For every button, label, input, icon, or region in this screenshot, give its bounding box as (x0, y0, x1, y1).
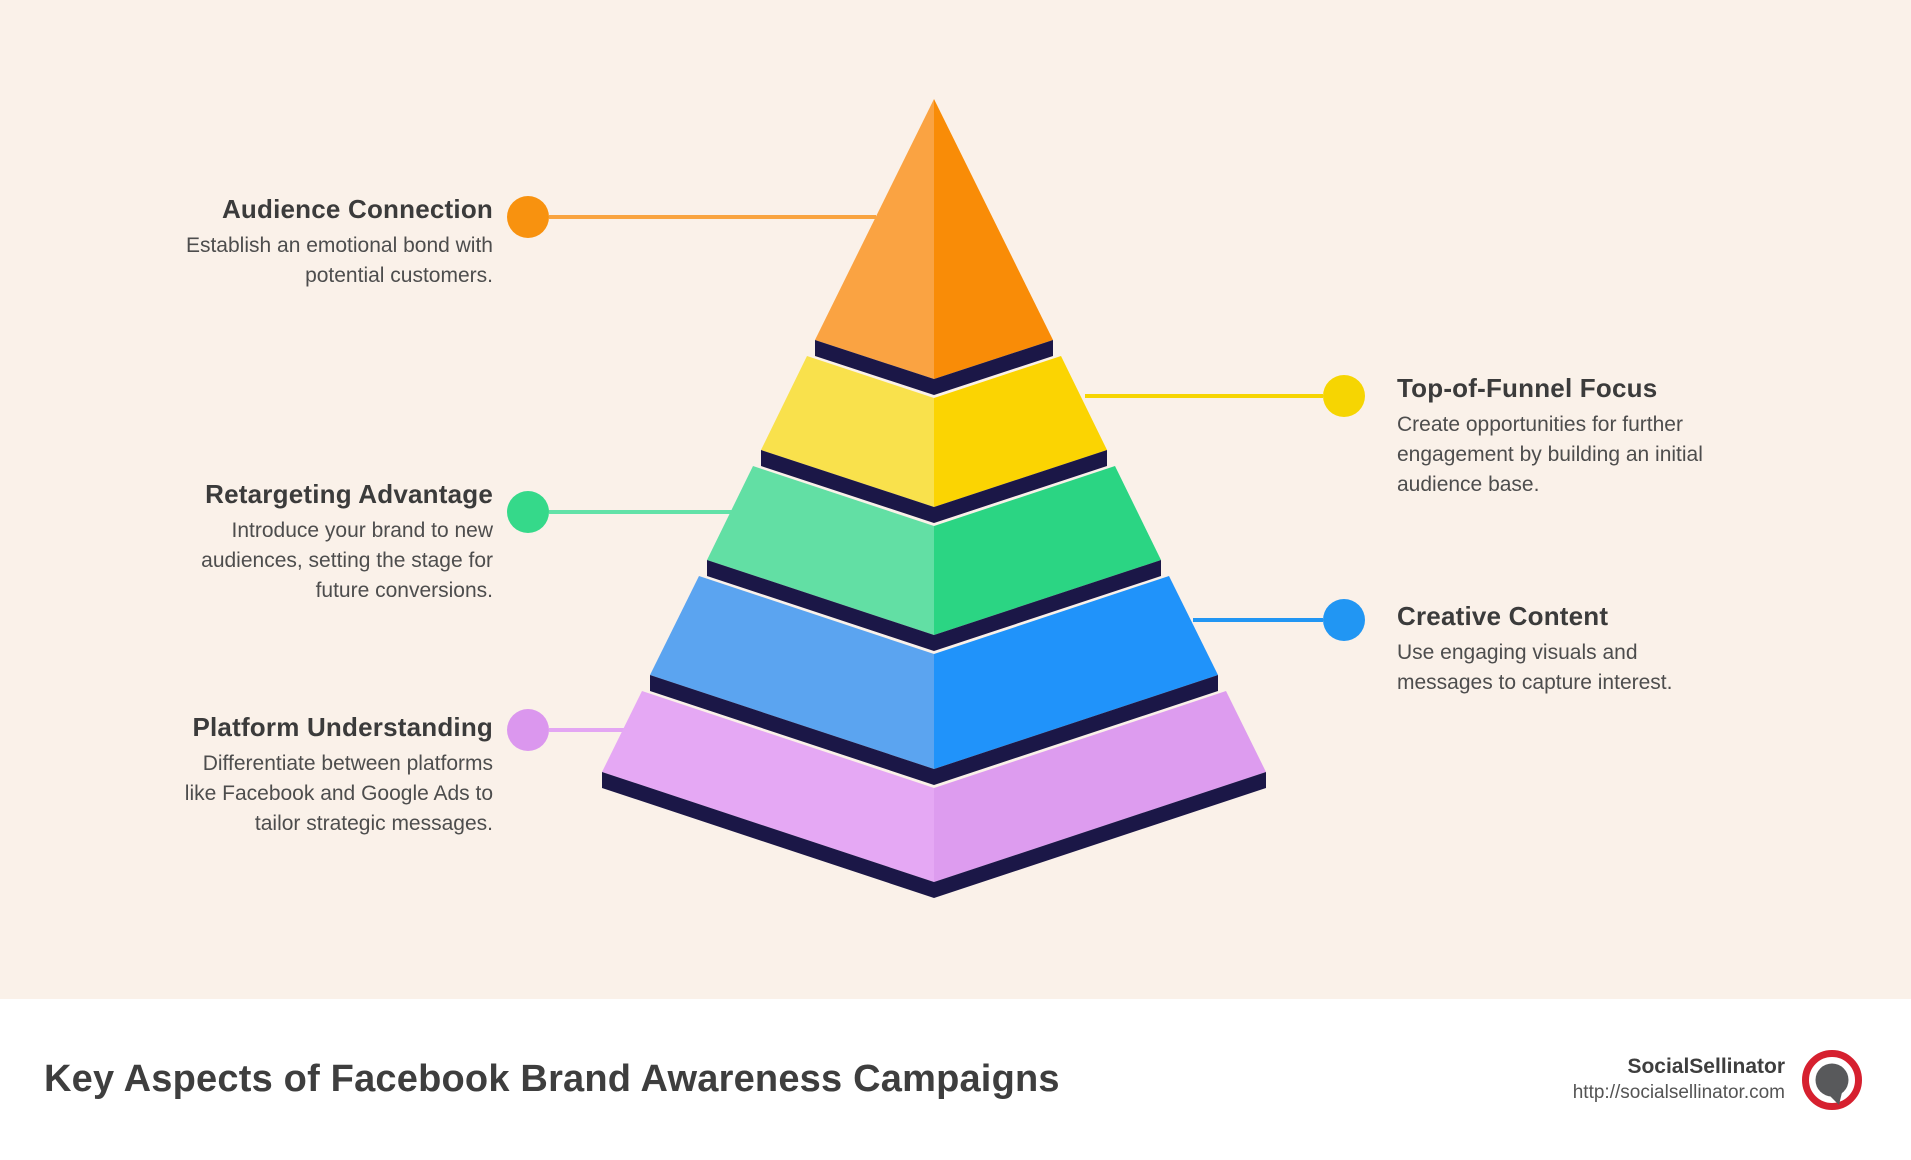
pyramid-level-2-right-face (934, 356, 1107, 507)
brand-url: http://socialsellinator.com (1572, 1082, 1785, 1103)
pyramid-level-1-left-face (815, 99, 934, 379)
callout-desc: Introduce your brand to new audiences, s… (201, 519, 493, 602)
callout-desc: Create opportunities for further engagem… (1397, 413, 1703, 496)
callout-title: Platform Understanding (192, 712, 493, 742)
callout-desc: Differentiate between platforms like Fac… (184, 752, 493, 835)
pyramid-level-3-left-face (707, 466, 934, 635)
callout-title: Creative Content (1397, 601, 1609, 631)
dot-platform (507, 709, 549, 751)
callout-title: Audience Connection (221, 194, 493, 224)
pyramid-level-4-left-face (650, 576, 934, 769)
callout-title: Top-of-Funnel Focus (1397, 373, 1658, 403)
callout-creative-content: Creative Content Use engaging visuals an… (1397, 599, 1777, 698)
callout-desc: Use engaging visuals and messages to cap… (1397, 641, 1673, 694)
dot-top-of-funnel (1323, 375, 1365, 417)
pyramid-edge-band-3 (707, 560, 1161, 651)
brand-logo-icon (1802, 1049, 1862, 1110)
callout-desc: Establish an emotional bond with potenti… (185, 234, 493, 287)
callout-top-of-funnel: Top-of-Funnel Focus Create opportunities… (1397, 371, 1777, 500)
callout-retargeting: Retargeting Advantage Introduce your bra… (113, 477, 493, 606)
dot-retargeting (507, 491, 549, 533)
pyramid-level-5-right-face (934, 691, 1266, 882)
brand-block: SocialSellinator http://socialsellinator… (1573, 1047, 1865, 1113)
dot-creative-content (1323, 599, 1365, 641)
pyramid-edge-band-2 (761, 450, 1107, 523)
dot-audience-connection (507, 196, 549, 238)
callout-platform: Platform Understanding Differentiate bet… (113, 710, 493, 839)
pyramid-level-4-right-face (934, 576, 1218, 769)
pyramid-level-5-left-face (602, 691, 934, 882)
callout-title: Retargeting Advantage (205, 479, 493, 509)
page-title: Key Aspects of Facebook Brand Awareness … (44, 1058, 1060, 1100)
brand-name: SocialSellinator (1627, 1055, 1785, 1078)
footer-bar: Key Aspects of Facebook Brand Awareness … (0, 999, 1911, 1160)
pyramid-edge-band-1 (815, 340, 1053, 395)
pyramid-level-3-right-face (934, 466, 1161, 635)
callout-audience-connection: Audience Connection Establish an emotion… (113, 192, 493, 291)
pyramid-level-2-left-face (761, 356, 934, 507)
pyramid-level-1-right-face (934, 99, 1053, 379)
